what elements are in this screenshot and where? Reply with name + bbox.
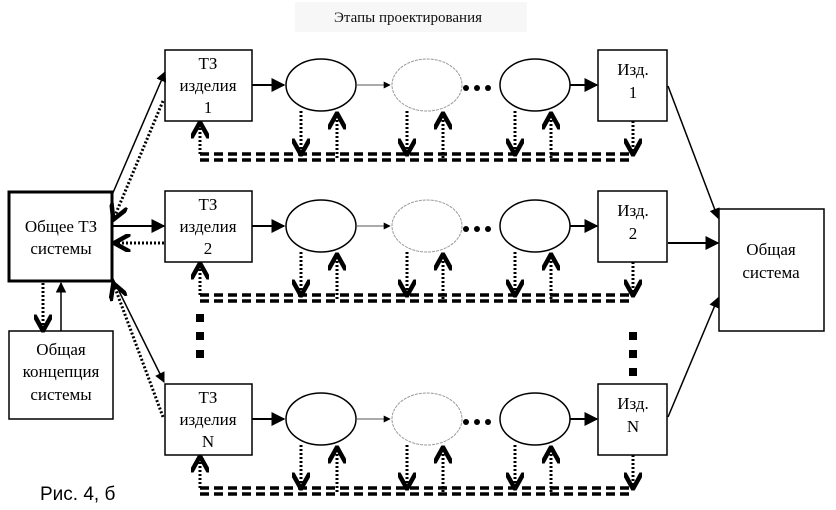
general-spec-label-line-1: Общее ТЗ <box>25 217 97 236</box>
product-label-line-1: Изд. <box>617 201 649 220</box>
concept-label-line-1: Общая <box>36 340 86 359</box>
product-spec-box: ТЗ изделия 1 <box>164 49 253 122</box>
general-spec-box: Общее ТЗ системы <box>7 190 114 283</box>
design-stage-ellipse <box>499 58 571 112</box>
row-continuation-square <box>196 350 204 358</box>
design-stage-ellipse <box>285 58 357 112</box>
ellipsis-dot <box>463 226 469 232</box>
ellipsis-dot <box>474 226 480 232</box>
product-spec-label-line-2: изделия <box>179 410 236 429</box>
product-spec-label-line-3: N <box>202 432 214 451</box>
design-stage-ellipse <box>391 58 463 112</box>
productN-to-system-arrow <box>667 297 720 418</box>
product-spec-frame <box>164 49 253 122</box>
product-spec-frame <box>164 383 253 456</box>
product-continuation-square <box>629 332 637 340</box>
general-spec-label-line-2: системы <box>30 239 92 258</box>
product-label-line-2: 2 <box>629 224 638 243</box>
ellipsis-dot <box>474 85 480 91</box>
ellipsis-dot <box>485 419 491 425</box>
product-row: ТЗ изделия 2 Изд. 2 <box>164 190 668 303</box>
figure-caption: Рис. 4, б <box>40 484 115 505</box>
row-continuation-square <box>196 314 204 322</box>
product-continuation-square <box>629 350 637 358</box>
product-spec-label-line-1: ТЗ <box>199 54 218 73</box>
product-frame <box>597 190 668 263</box>
concept-label-line-2: концепция <box>23 362 100 381</box>
product-spec-label-line-3: 1 <box>204 98 213 117</box>
ellipsis-dot <box>485 85 491 91</box>
system-label-line-2: система <box>742 263 800 282</box>
concept-box: Общая концепция системы <box>8 330 114 420</box>
product-spec-box: ТЗ изделия 2 <box>164 190 253 263</box>
product1-to-system-arrow <box>667 85 720 219</box>
design-stage-ellipse <box>285 392 357 446</box>
design-stage-ellipse <box>391 392 463 446</box>
product-label-line-2: 1 <box>629 83 638 102</box>
product-spec-label-line-3: 2 <box>204 239 213 258</box>
product-label-line-1: Изд. <box>617 394 649 413</box>
product-continuation-square <box>629 368 637 376</box>
product-label-line-2: N <box>627 417 639 436</box>
design-stage-ellipse <box>499 199 571 253</box>
design-stage-ellipse <box>285 199 357 253</box>
product-box: Изд. 2 <box>597 190 668 263</box>
ellipsis-dot <box>463 85 469 91</box>
ellipsis-dot <box>463 419 469 425</box>
product-box: Изд. N <box>597 383 668 456</box>
row-continuation-square <box>196 332 204 340</box>
rowN-to-spec-feedback-arrow <box>114 285 165 418</box>
concept-label-line-3: системы <box>30 385 92 404</box>
product-spec-label-line-2: изделия <box>179 76 236 95</box>
design-stage-ellipse <box>391 199 463 253</box>
product-frame <box>597 383 668 456</box>
system-label-line-1: Общая <box>746 240 796 259</box>
product-rows: ТЗизделия1Изд.1ТЗизделия2Изд.2ТЗизделияN… <box>111 49 720 496</box>
product-row: ТЗ изделия 1 Изд. 1 <box>164 49 668 162</box>
product-spec-label-line-2: изделия <box>179 217 236 236</box>
design-stage-ellipse <box>499 392 571 446</box>
ellipsis-dot <box>474 419 480 425</box>
diagram-title: Этапы проектирования <box>334 10 482 26</box>
title-background <box>295 2 527 32</box>
product-box: Изд. 1 <box>597 49 668 122</box>
spec-to-row1-arrow <box>111 71 167 196</box>
ellipsis-dot <box>485 226 491 232</box>
product-spec-label-line-1: ТЗ <box>199 388 218 407</box>
product-spec-label-line-1: ТЗ <box>199 195 218 214</box>
system-box: Общая система <box>718 208 825 332</box>
product-label-line-1: Изд. <box>617 60 649 79</box>
row1-to-spec-feedback-arrow <box>114 100 165 218</box>
spec-to-rowN-arrow <box>111 276 165 383</box>
